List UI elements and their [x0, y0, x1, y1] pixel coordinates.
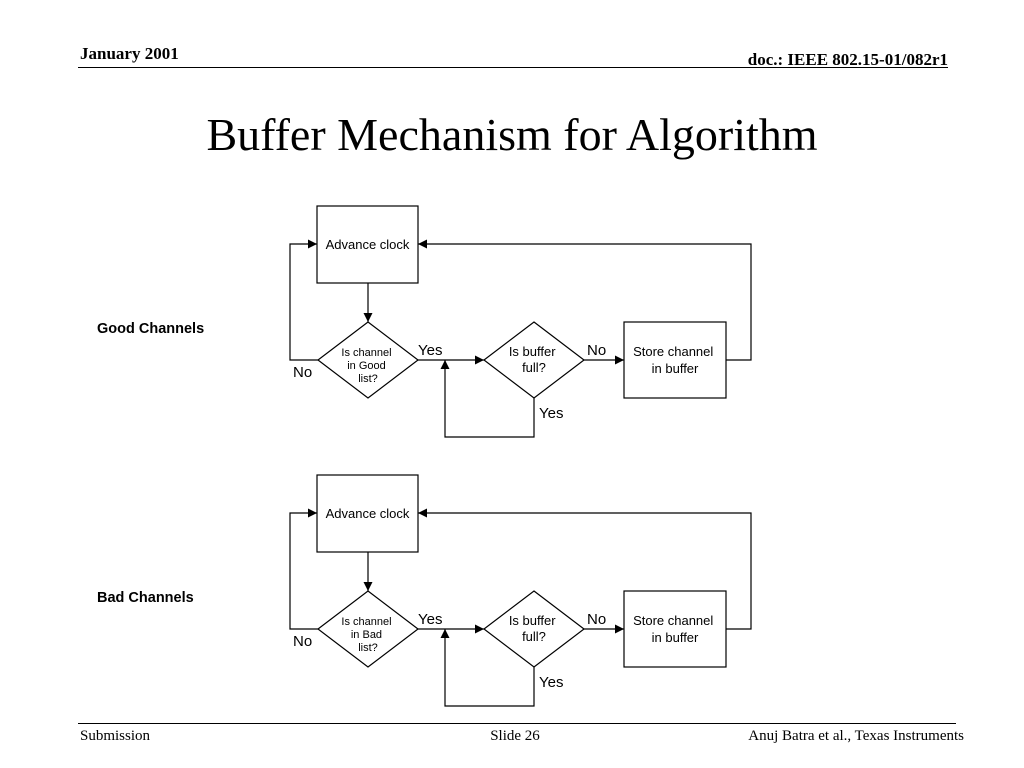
advance-clock-label: Advance clock	[326, 506, 410, 521]
arrow-check-no-to-clock	[289, 239, 318, 361]
arrow-store-to-clock	[418, 508, 752, 630]
store-channel-box: Store channel in buffer	[623, 321, 727, 399]
edge-label-yes: Yes	[418, 342, 442, 359]
check-channel-label: Is channel in Good list?	[341, 347, 394, 385]
edge-label-yes: Yes	[539, 674, 563, 691]
edge-label-no: No	[587, 611, 606, 628]
flow-bad-channels: Bad Channels Advance clock Is channel in…	[97, 474, 752, 707]
section-label-good: Good Channels	[97, 321, 204, 337]
edge-label-no: No	[293, 633, 312, 650]
flow-good-channels: Good Channels Advance clock Is channel i…	[97, 205, 752, 438]
arrow-store-to-clock	[418, 239, 752, 361]
edge-label-no: No	[293, 364, 312, 381]
store-channel-box: Store channel in buffer	[623, 590, 727, 668]
advance-clock-box: Advance clock	[316, 474, 419, 553]
store-channel-label: Store channel in buffer	[633, 613, 717, 645]
footer-slide-number: Slide 26	[490, 728, 540, 744]
header-date: January 2001	[80, 44, 179, 63]
footer-rule	[78, 723, 956, 724]
buffer-full-decision: Is buffer full?	[483, 590, 585, 668]
check-channel-decision: Is channel in Bad list?	[317, 590, 419, 668]
check-channel-decision: Is channel in Good list?	[317, 321, 419, 399]
arrow-check-no-to-clock	[289, 508, 318, 630]
slide-title: Buffer Mechanism for Algorithm	[206, 109, 818, 160]
check-channel-label: Is channel in Bad list?	[341, 616, 394, 654]
buffer-full-decision: Is buffer full?	[483, 321, 585, 399]
arrow-buffer-yes-loop	[440, 629, 535, 707]
section-label-bad: Bad Channels	[97, 590, 194, 606]
edge-label-no: No	[587, 342, 606, 359]
header-doc-id: doc.: IEEE 802.15-01/082r1	[747, 50, 948, 69]
buffer-full-label: Is buffer full?	[509, 344, 559, 375]
store-channel-label: Store channel in buffer	[633, 344, 717, 376]
edge-label-yes: Yes	[539, 405, 563, 422]
edge-label-yes: Yes	[418, 611, 442, 628]
header-rule	[78, 67, 948, 68]
advance-clock-label: Advance clock	[326, 237, 410, 252]
arrow-buffer-yes-loop	[440, 360, 535, 438]
advance-clock-box: Advance clock	[316, 205, 419, 284]
footer-author: Anuj Batra et al., Texas Instruments	[748, 728, 964, 744]
buffer-full-label: Is buffer full?	[509, 613, 559, 644]
footer-submission: Submission	[80, 728, 151, 744]
